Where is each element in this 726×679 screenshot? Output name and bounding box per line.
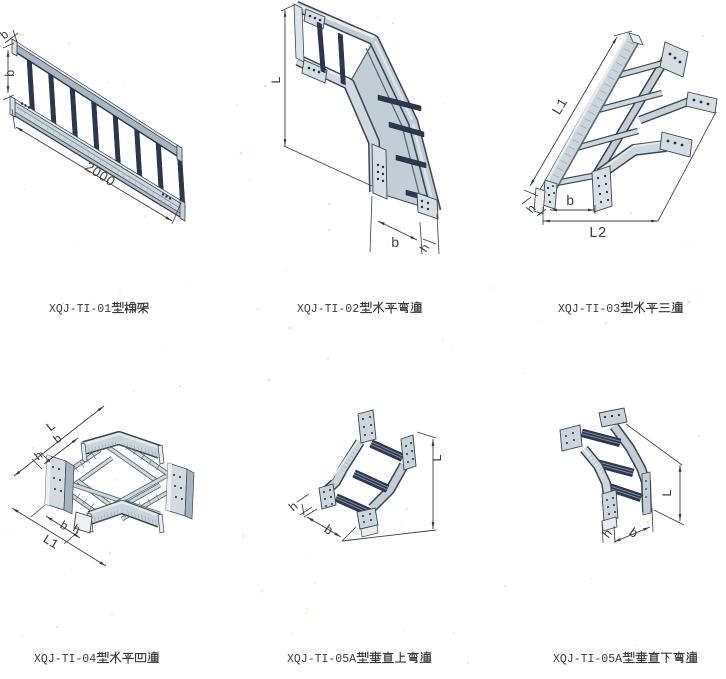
- svg-text:L1: L1: [550, 96, 572, 119]
- svg-text:XQJ-TI-02: XQJ-TI-02: [297, 303, 359, 316]
- svg-text:L1: L1: [40, 532, 61, 553]
- svg-text:h: h: [70, 523, 82, 537]
- svg-text:XQJ-TI-03: XQJ-TI-03: [558, 303, 620, 316]
- svg-text:b: b: [391, 236, 399, 252]
- svg-text:L: L: [269, 76, 284, 84]
- svg-text:XQJ-TI-04: XQJ-TI-04: [34, 653, 96, 666]
- svg-text:XQJ-TI-01: XQJ-TI-01: [49, 303, 111, 316]
- svg-text:XQJ-TI-05A: XQJ-TI-05A: [553, 653, 622, 666]
- svg-text:XQJ-TI-05A: XQJ-TI-05A: [287, 653, 356, 666]
- svg-text:L: L: [430, 454, 445, 462]
- svg-text:b: b: [4, 69, 18, 77]
- svg-text:L: L: [660, 489, 675, 497]
- svg-text:b: b: [566, 194, 574, 210]
- svg-text:L2: L2: [589, 226, 606, 242]
